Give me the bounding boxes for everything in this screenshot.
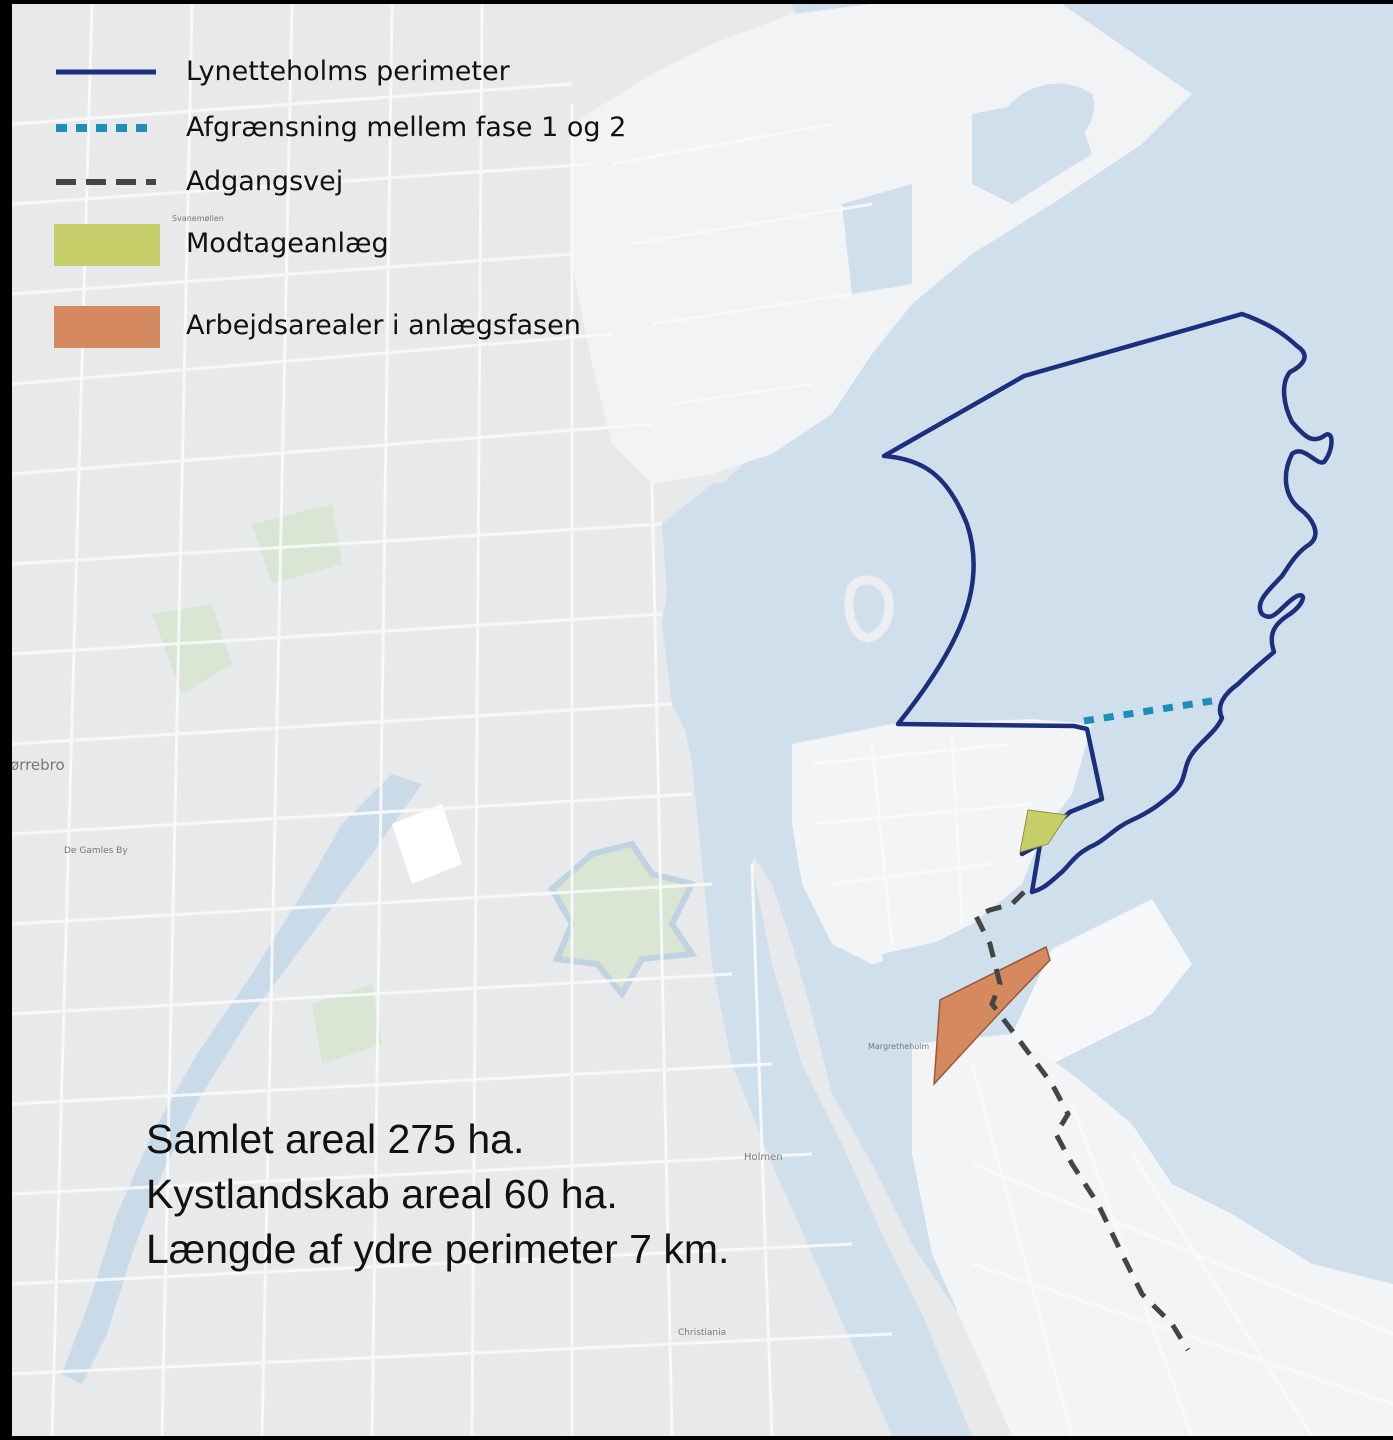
yellow-fill-swatch-icon	[54, 224, 160, 266]
nordhavn-lake	[1001, 83, 1094, 154]
adgangsvej-line	[972, 890, 1191, 1352]
legend-item-phase-boundary: Afgrænsning mellem fase 1 og 2	[52, 108, 752, 156]
legend-item-perimeter: Lynetteholms perimeter	[52, 52, 752, 100]
modtageanlaeg-area	[1019, 809, 1068, 853]
place-label-de-gamles-by: De Gamles By	[64, 846, 128, 856]
place-label-svanemollen: Svanemøllen	[172, 214, 224, 223]
solid-line-icon	[56, 69, 156, 75]
stat-total-area: Samlet areal 275 ha.	[146, 1116, 525, 1162]
map-svg	[12, 4, 1393, 1436]
island-ring	[844, 575, 894, 643]
dotted-line-icon	[56, 124, 156, 132]
legend-label-reception-facility: Modtageanlæg	[186, 228, 389, 259]
amager-land	[912, 1034, 1393, 1436]
nordhavn-basin-1	[842, 184, 912, 294]
legend-label-phase-boundary: Afgrænsning mellem fase 1 og 2	[186, 112, 627, 143]
refshaleoen-basin	[882, 934, 982, 1004]
stat-coastal-area: Kystlandskab areal 60 ha.	[146, 1171, 618, 1217]
lynetteholm-perimeter-line	[881, 311, 1334, 895]
map-canvas[interactable]: ørrebro De Gamles By Margretheholm Holme…	[12, 4, 1393, 1436]
phase-boundary-line	[1083, 697, 1213, 725]
place-label-holmen: Holmen	[744, 1152, 783, 1163]
park-4	[312, 984, 382, 1064]
place-label-norrebro: ørrebro	[12, 756, 65, 774]
lakes	[62, 774, 422, 1384]
legend-item-reception-facility: Modtageanlæg	[52, 222, 752, 270]
place-label-margretheholm: Margretheholm	[868, 1042, 930, 1051]
park-2	[252, 504, 342, 584]
arbejdsarealer-area	[933, 945, 1051, 1087]
refshaleoen-land	[792, 719, 1092, 964]
place-label-christiania: Christiania	[678, 1328, 727, 1338]
park-3	[392, 804, 462, 884]
legend-label-perimeter: Lynetteholms perimeter	[186, 56, 510, 87]
dashed-line-icon	[56, 179, 156, 185]
pier-land	[1012, 899, 1192, 1064]
legend-item-work-areas: Arbejdsarealer i anlægsfasen	[52, 304, 752, 352]
park-1	[152, 604, 232, 694]
legend-label-access-road: Adgangsvej	[186, 166, 344, 197]
legend-label-work-areas: Arbejdsarealer i anlægsfasen	[186, 310, 581, 341]
inner-harbour	[662, 474, 972, 1436]
area-statistics: Samlet areal 275 ha. Kystlandskab areal …	[146, 1112, 729, 1277]
stat-perimeter-length: Længde af ydre perimeter 7 km.	[146, 1226, 730, 1272]
orange-fill-swatch-icon	[54, 306, 160, 348]
legend-item-access-road: Adgangsvej	[52, 162, 752, 210]
